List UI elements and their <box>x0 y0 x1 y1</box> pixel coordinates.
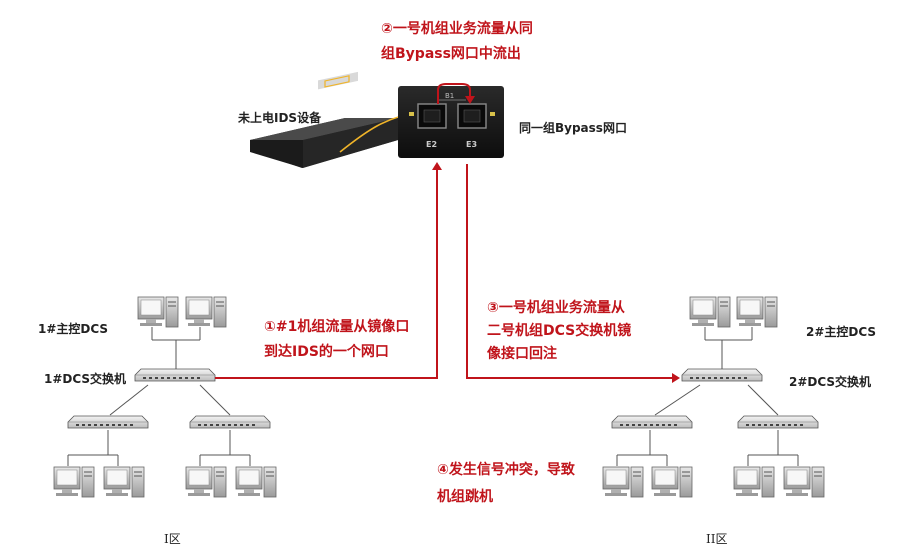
host2-pc-a <box>689 296 731 328</box>
annotation-step1-line1: ①#1机组流量从镜像口 <box>264 319 410 335</box>
switch2-sub-right <box>737 415 819 429</box>
annotation-step1: ①#1机组流量从镜像口 到达IDS的一个网口 <box>264 316 409 364</box>
label-zone1: I区 <box>164 532 181 546</box>
zone2-pc-3 <box>733 466 775 498</box>
zone2-pc-4 <box>783 466 825 498</box>
port-label-e2: E2 <box>426 140 438 149</box>
switch1 <box>134 368 216 382</box>
port-label-bypass-mark: B1 <box>445 92 455 100</box>
zone1-pc-3 <box>185 466 227 498</box>
zone1-pc-1 <box>53 466 95 498</box>
annotation-step3-line1: ③一号机组业务流量从 <box>487 300 625 316</box>
annotation-step2-line2: 组Bypass网口中流出 <box>381 46 521 62</box>
host1-pc-a <box>137 296 179 328</box>
annotation-step3-line3: 像接口回注 <box>487 346 557 362</box>
annotation-step3: ③一号机组业务流量从 二号机组DCS交换机镜 像接口回注 <box>487 297 631 366</box>
label-ids-device: 未上电IDS设备 <box>238 111 322 125</box>
flow-path-3 <box>466 164 672 379</box>
host2-pc-b <box>736 296 778 328</box>
bypass-port-closeup <box>398 86 504 158</box>
port-label-e3: E3 <box>466 140 478 149</box>
label-bypass-pair: 同一组Bypass网口 <box>519 121 627 135</box>
label-switch2: 2#DCS交换机 <box>789 375 872 389</box>
label-zone2: II区 <box>706 532 728 546</box>
flow-path-1 <box>215 168 438 379</box>
zone1-pc-4 <box>235 466 277 498</box>
zone2-pc-2 <box>651 466 693 498</box>
annotation-step4: ④发生信号冲突，导致 机组跳机 <box>437 459 575 509</box>
switch2 <box>681 368 763 382</box>
annotation-step4-line2: 机组跳机 <box>437 489 493 505</box>
switch2-sub-left <box>611 415 693 429</box>
label-switch1: 1#DCS交换机 <box>44 372 127 386</box>
annotation-step1-line2: 到达IDS的一个网口 <box>264 344 389 360</box>
annotation-step2: ②一号机组业务流量从同 组Bypass网口中流出 <box>381 18 533 66</box>
annotation-step2-line1: ②一号机组业务流量从同 <box>381 21 533 37</box>
annotation-step3-line2: 二号机组DCS交换机镜 <box>487 323 632 339</box>
zone2-network <box>602 296 825 498</box>
switch1-sub-left <box>67 415 149 429</box>
label-host2: 2#主控DCS <box>806 325 877 339</box>
zone2-pc-1 <box>602 466 644 498</box>
bypass-loop-arrow <box>437 83 471 104</box>
zone1-pc-2 <box>103 466 145 498</box>
zone1-network <box>53 296 277 498</box>
host1-pc-b <box>185 296 227 328</box>
annotation-step4-line1: ④发生信号冲突，导致 <box>437 462 575 478</box>
switch1-sub-right <box>189 415 271 429</box>
label-host1: 1#主控DCS <box>38 322 109 336</box>
